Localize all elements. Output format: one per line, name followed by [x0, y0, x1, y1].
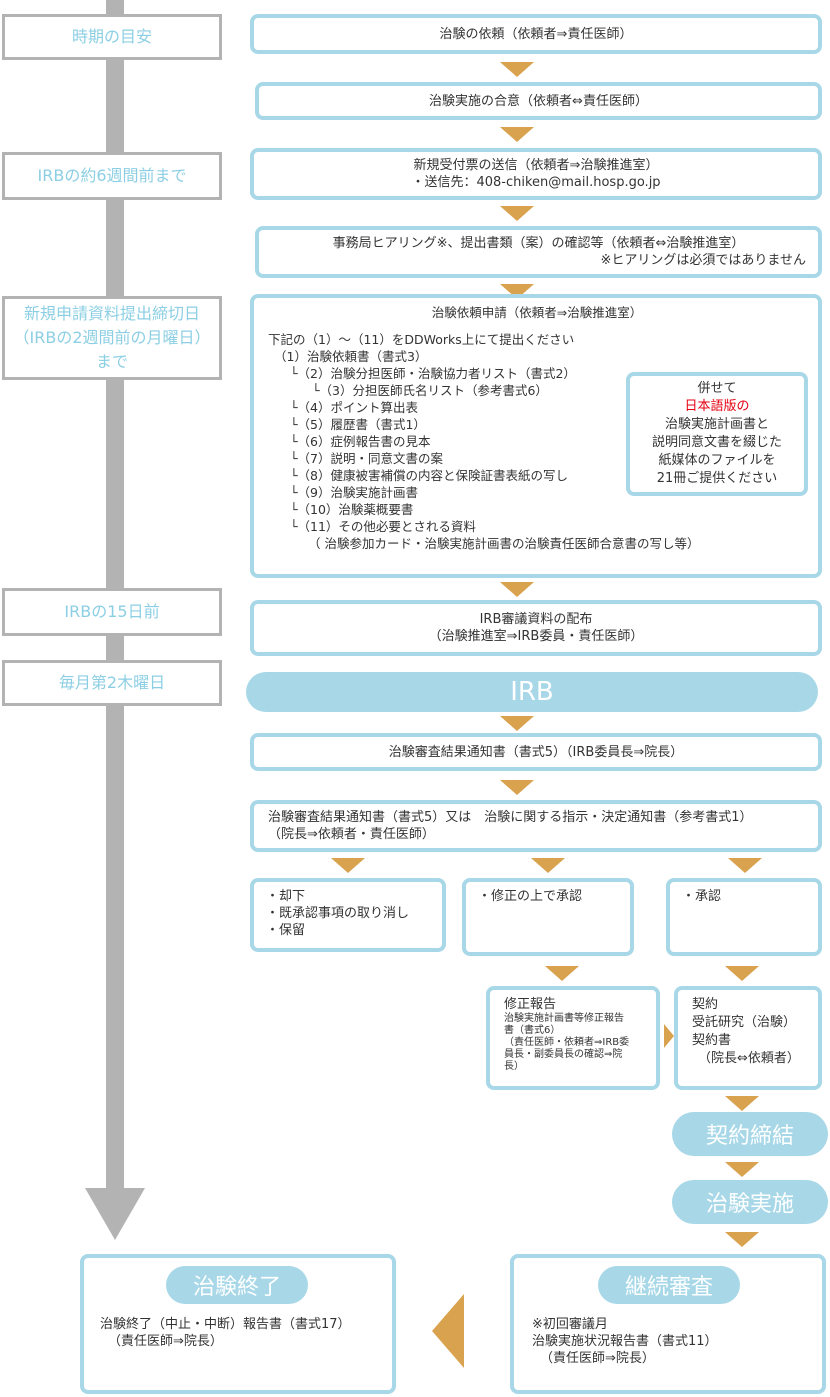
application-item-3: └（3）分担医師氏名リスト（参考書式6） — [312, 383, 548, 398]
timeline-label-2nd-thursday: 毎月第2木曜日 — [2, 660, 222, 706]
application-item-11-note: （ 治験参加カード・治験実施計画書の治験責任医師合意書の写し等） — [308, 536, 700, 551]
contract-line4: （院長⇔依頼者） — [698, 1051, 800, 1066]
revision-line1: 治験実施計画書等修正報告 — [504, 1013, 624, 1024]
trial-conduct-label: 治験実施 — [705, 1192, 794, 1217]
distribution-line2: （治験推進室⇒IRB委員・責任医師） — [428, 629, 644, 644]
review-result-text: 治験審査結果通知書（書式5）（IRB委員長⇒院長） — [388, 744, 684, 760]
revision-line2: 書（書式6） — [504, 1025, 561, 1036]
outcome-conditional-approval: ・修正の上で承認 — [462, 878, 634, 956]
application-item-7: └（7）説明・同意文書の案 — [290, 451, 443, 466]
outcome-conditional-text: ・修正の上で承認 — [478, 889, 583, 904]
arrow-down-continuing — [725, 1232, 759, 1247]
continuing-review-label: 継続審査 — [624, 1275, 713, 1300]
contract-line3: 契約書 — [692, 1033, 732, 1048]
irb-label: IRB — [510, 677, 554, 707]
application-note: 併せて 日本語版の 治験実施計画書と 説明同意文書を綴じた 紙媒体のファイルを … — [626, 372, 808, 496]
revision-title: 修正報告 — [504, 997, 557, 1012]
revision-line3: （責任医師・依頼者⇒IRB委 — [504, 1037, 630, 1048]
arrow-down-outcome-3 — [728, 858, 762, 873]
arrow-down-contract-signed — [725, 1096, 759, 1111]
step-hearing: 事務局ヒアリング※、提出書類（案）の確認等（依頼者⇔治験推進室） ※ヒアリングは… — [255, 226, 822, 278]
note-line3: 治験実施計画書と — [664, 417, 769, 432]
arrow-down-1 — [500, 62, 534, 77]
step-trial-request: 治験の依頼（依頼者⇒責任医師） — [250, 14, 822, 54]
step-trial-request-text: 治験の依頼（依頼者⇒責任医師） — [439, 26, 633, 42]
contract-line1: 契約 — [692, 997, 719, 1012]
outcome-reject: ・却下 ・既承認事項の取り消し ・保留 — [250, 878, 446, 952]
application-item-8: └（8）健康被害補償の内容と保険証書表紙の写し — [290, 468, 568, 483]
timeline-arrowhead — [85, 1188, 145, 1240]
step-notification: 治験審査結果通知書（書式5）又は 治験に関する指示・決定通知書（参考書式1） （… — [250, 800, 822, 852]
arrow-down-6 — [500, 716, 534, 731]
contract-line2: 受託研究（治験） — [692, 1015, 797, 1030]
application-item-2: └（2）治験分担医師・治験協力者リスト（書式2） — [290, 366, 576, 381]
contract-signed-label: 契約締結 — [705, 1124, 794, 1149]
arrow-down-contract — [725, 966, 759, 981]
timeline-label-deadline: 新規申請資料提出締切日（IRBの2週間前の月曜日）まで — [2, 296, 222, 380]
revision-report: 修正報告 治験実施計画書等修正報告 書（書式6） （責任医師・依頼者⇒IRB委 … — [486, 986, 660, 1090]
notification-line1: 治験審査結果通知書（書式5）又は 治験に関する指示・決定通知書（参考書式1） — [268, 810, 753, 825]
arrow-down-5 — [500, 582, 534, 597]
trial-end-line1: 治験終了（中止・中断）報告書（書式17） — [100, 1317, 351, 1332]
arrow-left-to-end — [432, 1294, 464, 1368]
continuing-line2: 治験実施状況報告書（書式11） — [532, 1334, 718, 1349]
application-item-4: └（4）ポイント算出表 — [290, 400, 418, 415]
application-item-11: └（11）その他必要とされる資料 — [290, 519, 476, 534]
notification-line2: （院長⇒依頼者・責任医師） — [268, 827, 435, 842]
note-line4: 説明同意文書を綴じた — [651, 435, 782, 450]
arrow-down-outcome-2 — [531, 858, 565, 873]
trial-conduct: 治験実施 — [672, 1180, 828, 1224]
timeline-label-15days: IRBの15日前 — [2, 588, 222, 636]
outcome-reject-1: ・却下 — [266, 889, 306, 904]
step-new-form-email: ・送信先：408-chiken@mail.hosp.go.jp — [411, 175, 661, 190]
trial-end: 治験終了（中止・中断）報告書（書式17） （責任医師⇒院長） — [80, 1254, 396, 1394]
arrow-down-7 — [500, 780, 534, 795]
revision-line5: 長） — [504, 1061, 524, 1072]
arrow-down-outcome-1 — [331, 858, 365, 873]
application-item-10: └（10）治験薬概要書 — [290, 502, 414, 517]
distribution-line1: IRB審議資料の配布 — [479, 612, 593, 627]
outcome-reject-2: ・既承認事項の取り消し — [266, 906, 410, 921]
application-intro: 下記の（1）～（11）をDDWorks上にて提出ください — [268, 332, 575, 347]
irb-meeting: IRB — [246, 672, 818, 712]
timeline-label-6weeks: IRBの約6週間前まで — [2, 152, 222, 200]
application-title: 治験依頼申請（依頼者⇒治験推進室） — [431, 305, 643, 320]
timeline-label-guide: 時期の目安 — [2, 14, 222, 60]
continuing-line1: ※初回審議月 — [532, 1317, 608, 1332]
step-agreement: 治験実施の合意（依頼者⇔責任医師） — [255, 82, 822, 120]
step-application: 治験依頼申請（依頼者⇒治験推進室） 下記の（1）～（11）をDDWorks上にて… — [250, 294, 822, 578]
application-item-1: （1）治験依頼書（書式3） — [274, 349, 428, 364]
application-item-5: └（5）履歴書（書式1） — [290, 417, 426, 432]
arrow-down-trial-conduct — [725, 1162, 759, 1177]
contract: 契約 受託研究（治験） 契約書 （院長⇔依頼者） — [674, 986, 822, 1090]
arrow-down-revision — [545, 966, 579, 981]
application-item-9: └（9）治験実施計画書 — [290, 485, 418, 500]
outcome-reject-3: ・保留 — [266, 923, 306, 938]
step-distribution: IRB審議資料の配布 （治験推進室⇒IRB委員・責任医師） — [250, 600, 822, 656]
arrow-down-3 — [500, 206, 534, 221]
trial-end-label: 治験終了 — [192, 1275, 281, 1300]
trial-end-pill: 治験終了 — [166, 1266, 308, 1304]
note-line1: 併せて — [697, 381, 737, 396]
note-line2-emphasis: 日本語版の — [684, 399, 750, 414]
continuing-review-pill: 継続審査 — [598, 1266, 740, 1304]
arrow-down-2 — [500, 127, 534, 142]
outcome-approval: ・承認 — [666, 878, 822, 956]
arrow-right-revision — [664, 1024, 674, 1048]
trial-end-line2: （責任医師⇒院長） — [108, 1334, 223, 1349]
note-line5: 紙媒体のファイルを — [658, 453, 776, 468]
step-new-form-line1: 新規受付票の送信（依頼者⇒治験推進室） — [413, 158, 659, 173]
step-new-form: 新規受付票の送信（依頼者⇒治験推進室） ・送信先：408-chiken@mail… — [250, 148, 822, 200]
continuing-line3: （責任医師⇒院長） — [540, 1351, 655, 1366]
note-line6: 21冊ご提供ください — [656, 471, 778, 486]
contract-signed: 契約締結 — [672, 1112, 828, 1156]
step-agreement-text: 治験実施の合意（依頼者⇔責任医師） — [429, 93, 648, 109]
step-review-result: 治験審査結果通知書（書式5）（IRB委員長⇒院長） — [250, 733, 822, 771]
step-hearing-note: ※ヒアリングは必須ではありません — [600, 253, 806, 268]
step-hearing-line1: 事務局ヒアリング※、提出書類（案）の確認等（依頼者⇔治験推進室） — [332, 236, 745, 251]
application-item-6: └（6）症例報告書の見本 — [290, 434, 431, 449]
outcome-approval-text: ・承認 — [682, 889, 722, 904]
revision-line4: 員長・副委員長の確認⇒院 — [504, 1049, 623, 1060]
